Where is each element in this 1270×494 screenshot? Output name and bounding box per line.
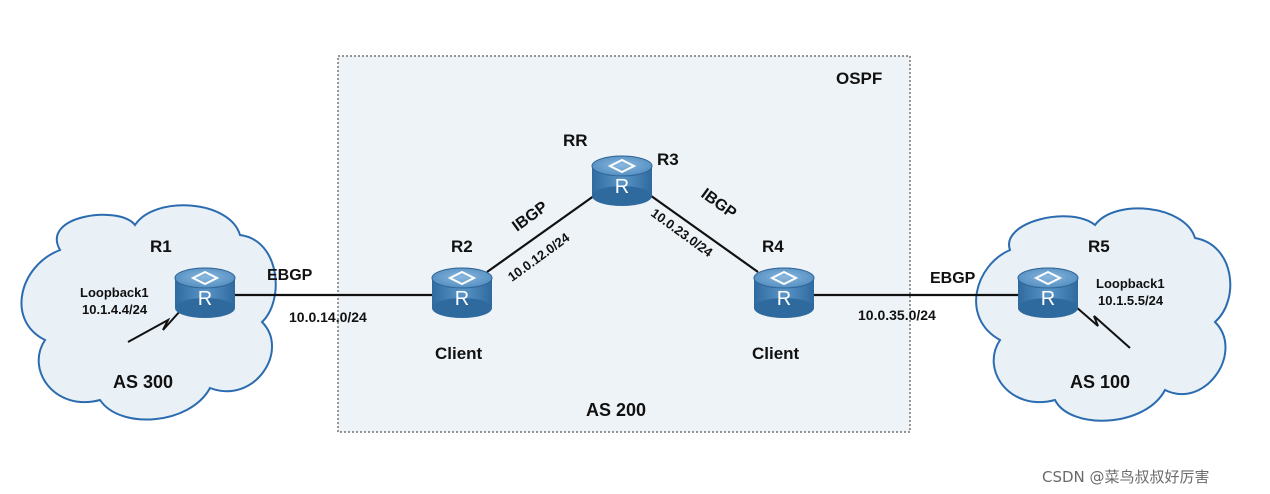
router-r1-icon: R	[174, 267, 236, 319]
as100-label: AS 100	[1070, 372, 1130, 392]
r4-name: R4	[762, 237, 784, 256]
svg-text:R: R	[615, 176, 629, 198]
as300-label: AS 300	[113, 372, 173, 392]
router-r5-icon: R	[1017, 267, 1079, 319]
loopback-lightning-r1	[127, 299, 191, 343]
link-r4-r5-protocol: EBGP	[930, 270, 976, 287]
as200-label: AS 200	[586, 400, 646, 420]
r1-loopback-label: Loopback1	[80, 285, 149, 300]
as200-ospf-box	[337, 55, 911, 433]
r3-name: R3	[657, 150, 679, 169]
svg-text:R: R	[198, 288, 212, 310]
router-r2-icon: R	[431, 267, 493, 319]
r3-role: RR	[563, 131, 588, 150]
link-r1-r2-subnet: 10.0.14.0/24	[289, 309, 367, 325]
svg-text:R: R	[777, 288, 791, 310]
r1-name: R1	[150, 237, 172, 256]
link-r1-r2-protocol: EBGP	[267, 267, 313, 284]
router-r4-icon: R	[753, 267, 815, 319]
as100-cloud	[975, 207, 1232, 422]
r5-name: R5	[1088, 237, 1110, 256]
r2-role: Client	[435, 344, 483, 363]
r5-loopback-ip: 10.1.5.5/24	[1098, 293, 1164, 308]
router-r3-icon: R	[591, 155, 653, 207]
link-r4-r5-subnet: 10.0.35.0/24	[858, 307, 936, 323]
as300-cloud	[20, 204, 277, 421]
r4-role: Client	[752, 344, 800, 363]
link-r2-r3	[486, 192, 599, 273]
svg-text:R: R	[455, 288, 469, 310]
r1-loopback-ip: 10.1.4.4/24	[82, 302, 148, 317]
ospf-label: OSPF	[836, 69, 882, 88]
link-r3-r4	[646, 192, 759, 273]
r2-name: R2	[451, 237, 473, 256]
csdn-watermark: CSDN @菜鸟叔叔好厉害	[1042, 468, 1210, 486]
loopback-lightning-r5	[1067, 299, 1131, 349]
r5-loopback-label: Loopback1	[1096, 276, 1165, 291]
svg-text:R: R	[1041, 288, 1055, 310]
